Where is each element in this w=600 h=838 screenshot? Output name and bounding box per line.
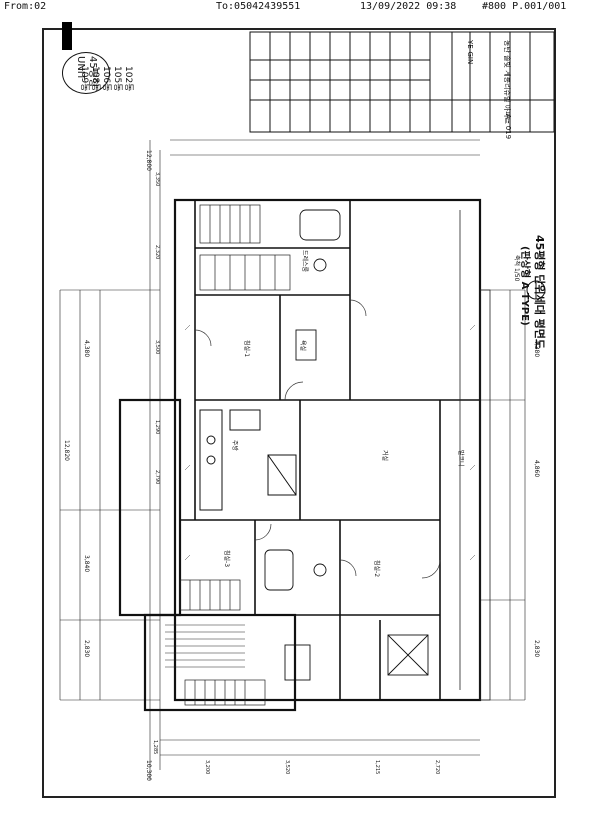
title-block-frame (429, 31, 555, 133)
revision-table (249, 31, 431, 133)
stair-shaft (387, 634, 429, 676)
unit-stamp-oval (62, 52, 110, 94)
fax-header: From:02 To:05042439551 13/09/2022 09:38 … (0, 0, 600, 14)
fax-to: To:05042439551 (216, 1, 301, 12)
fax-datetime: 13/09/2022 09:38 (360, 1, 457, 12)
bathtub-icon (264, 549, 294, 591)
sheet-tab-mark (62, 22, 72, 50)
fax-page-number: #800 P.001/001 (482, 1, 567, 12)
toilet-icon (313, 563, 327, 577)
drawing-sheet (42, 28, 556, 798)
toilet-icon (313, 258, 327, 272)
bathtub-icon (299, 209, 341, 241)
fax-from: From:02 (4, 1, 47, 12)
